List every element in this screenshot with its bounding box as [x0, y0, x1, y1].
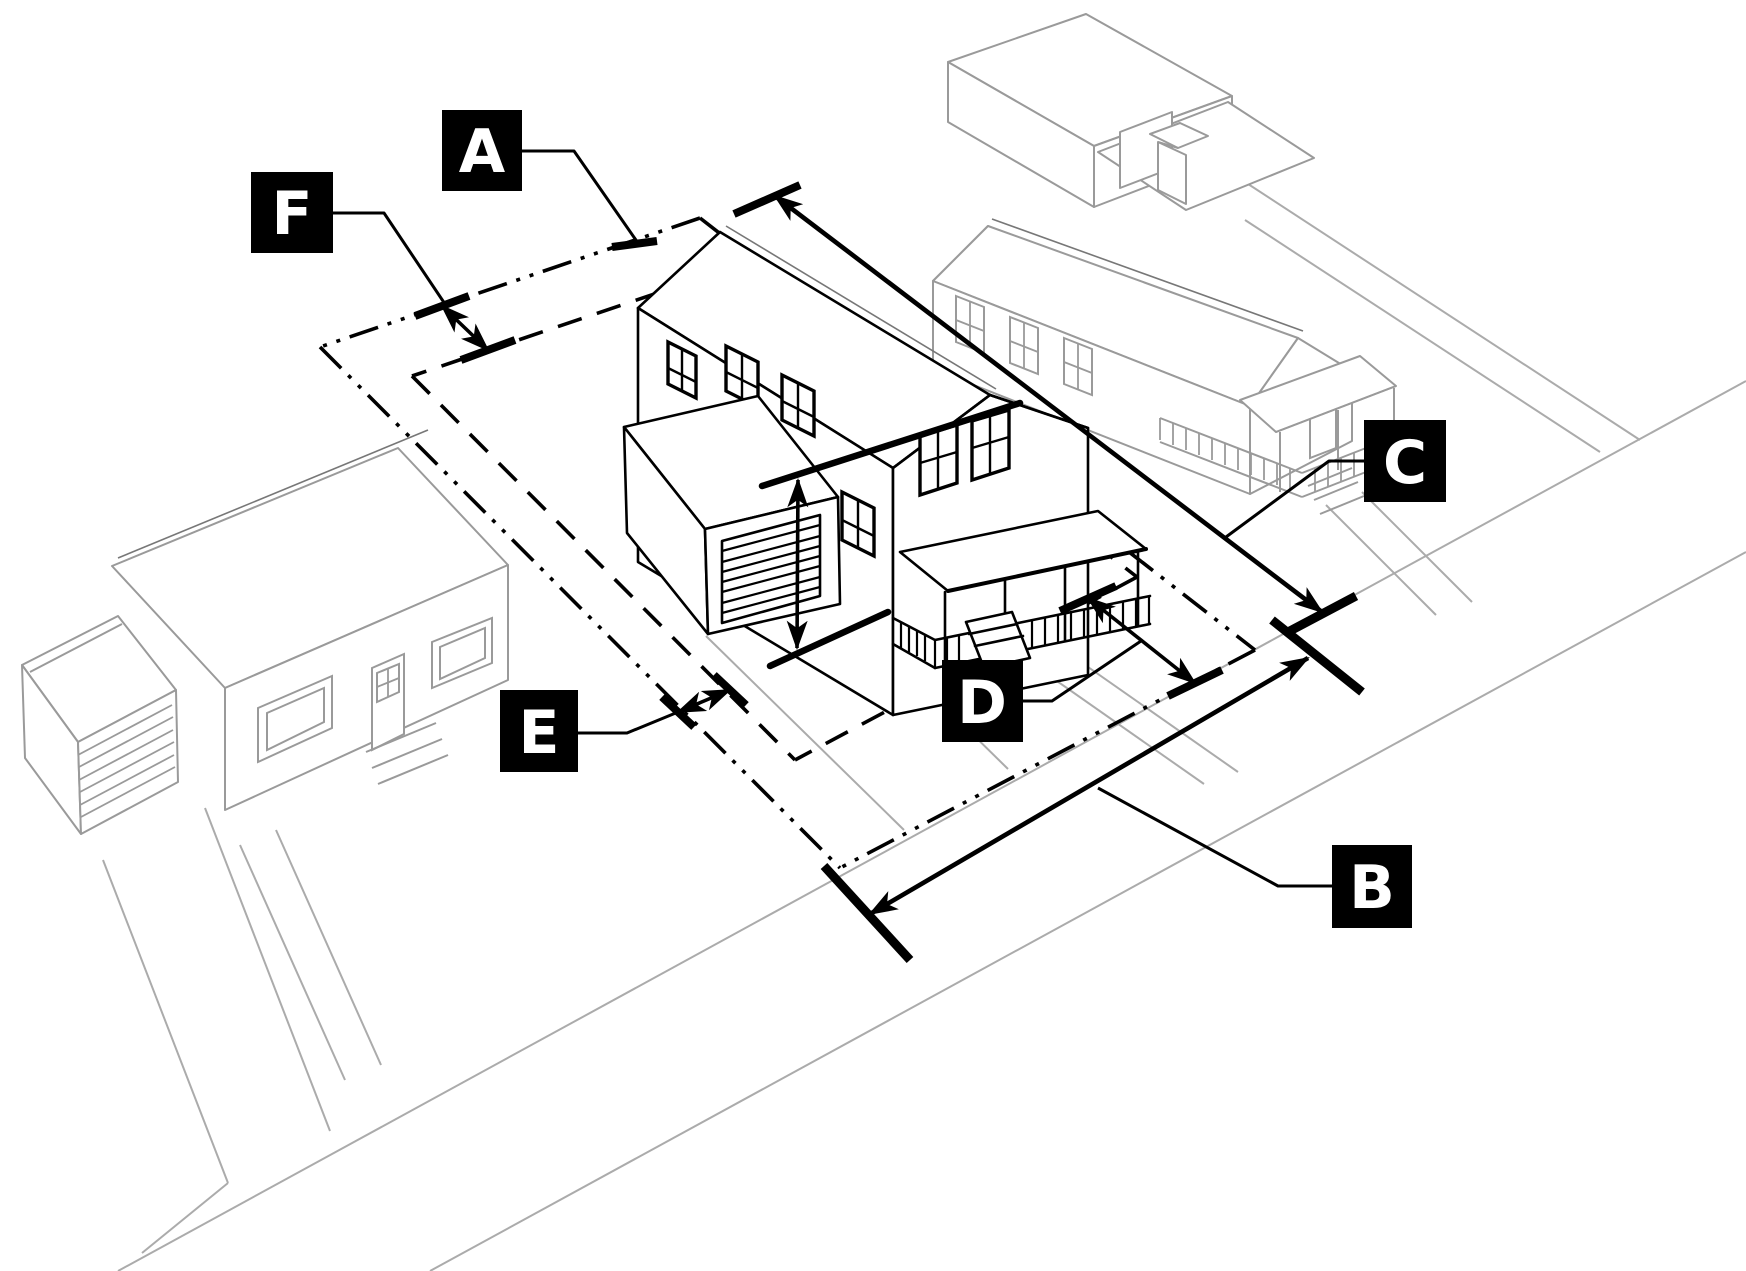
neighbor-house-left: [21, 429, 509, 835]
height-ref-ground: [766, 608, 892, 670]
dimension-b-lot-width: [820, 616, 1365, 964]
lot-line-left: [318, 345, 842, 870]
dimension-f-rear-setback: [413, 292, 517, 364]
label-d-box: [942, 660, 1023, 742]
label-c-leader: [1225, 459, 1364, 539]
label-d-letter: D: [957, 668, 1007, 738]
garage-door-slats-left: [77, 704, 176, 818]
label-f: F: [251, 172, 449, 308]
label-e: E: [500, 690, 701, 772]
label-d: D: [942, 639, 1142, 742]
label-b-box: [1332, 845, 1412, 928]
label-c: C: [1225, 420, 1446, 539]
label-f-letter: F: [272, 179, 313, 249]
label-e-letter: E: [519, 698, 560, 768]
label-a-box: [442, 110, 522, 191]
label-a: A: [442, 110, 658, 251]
label-b-leader: [1097, 786, 1332, 888]
label-f-leader: [333, 211, 449, 308]
label-b: B: [1097, 786, 1412, 928]
label-a-letter: A: [459, 117, 506, 187]
label-e-leader: [578, 701, 701, 735]
dimension-d-front-setback: [1058, 582, 1224, 700]
label-b-letter: B: [1349, 853, 1395, 923]
label-c-letter: C: [1383, 428, 1427, 498]
label-e-box: [500, 690, 578, 772]
label-d-leader: [1023, 639, 1142, 703]
label-c-box: [1364, 420, 1446, 502]
label-a-leader: [522, 149, 640, 244]
height-arrow: [786, 477, 809, 651]
label-f-box: [251, 172, 333, 253]
dimension-c-lot-depth: [732, 181, 1359, 636]
